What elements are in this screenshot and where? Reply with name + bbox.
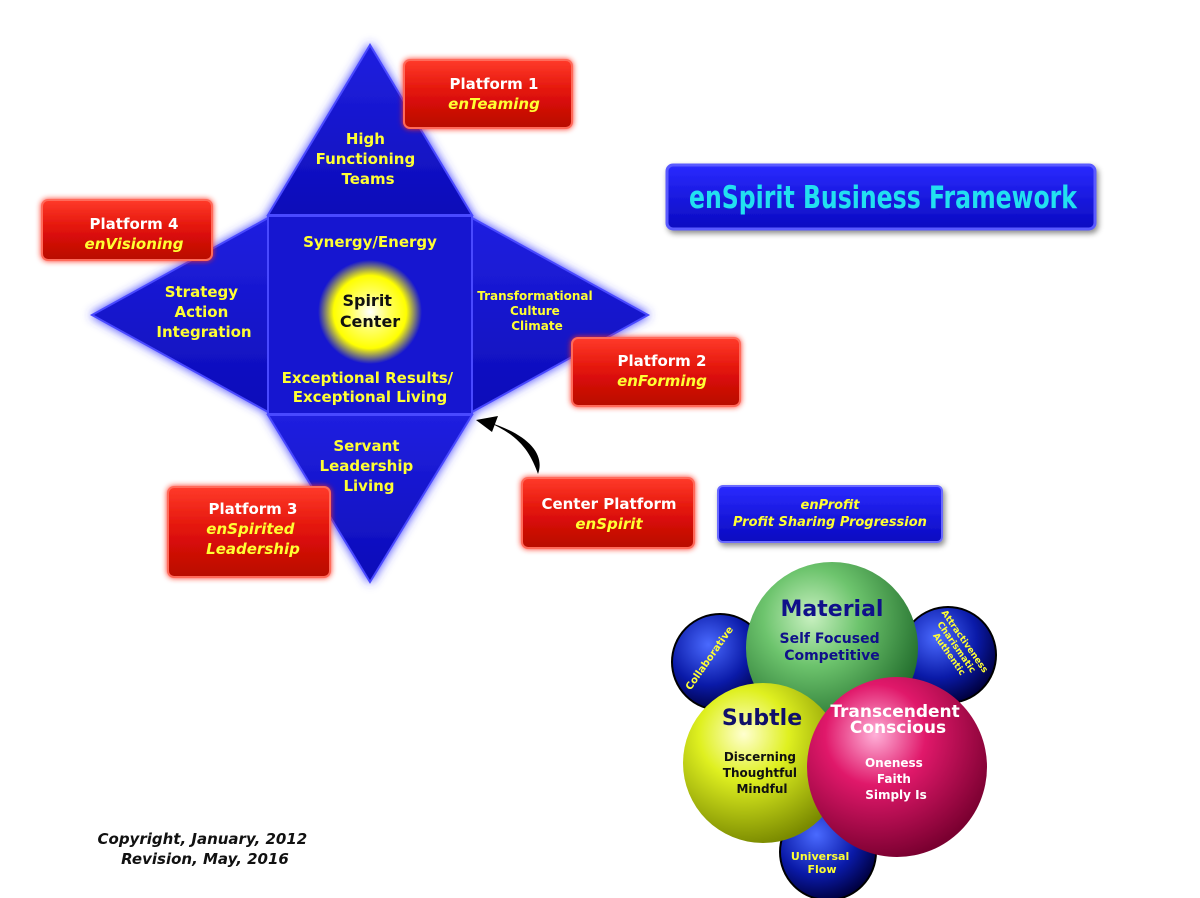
bottom-triangle-label: Servant Leadership Living xyxy=(320,437,419,495)
material-title: Material xyxy=(781,597,884,622)
transcendent-title: Transcendent Conscious xyxy=(830,702,965,738)
platform-4-sub: enVisioning xyxy=(85,235,184,253)
material-text: Self Focused Competitive xyxy=(780,631,885,664)
subtle-title: Subtle xyxy=(722,706,802,731)
transcendent-text: Oneness Faith Simply Is xyxy=(865,756,927,802)
spirit-center-label: Spirit Center xyxy=(340,291,400,331)
top-triangle-label: High Functioning Teams xyxy=(316,130,421,188)
framework-star xyxy=(89,43,651,584)
title-box: enSpirit Business Framework xyxy=(665,163,1097,231)
platform-3-sub: enSpirited Leadership xyxy=(206,520,300,558)
spirit-center-glow xyxy=(318,260,422,364)
sphere-subtle xyxy=(683,683,843,843)
platform-2-box: Platform 2 enForming xyxy=(571,337,741,407)
arrow-head xyxy=(476,416,498,432)
subtle-text: Discerning Thoughtful Mindful xyxy=(723,750,801,796)
page-title: enSpirit Business Framework xyxy=(689,180,1078,216)
platform-1-box: Platform 1 enTeaming xyxy=(403,59,573,129)
platform-3-name: Platform 3 xyxy=(209,500,298,518)
center-platform-sub: enSpirit xyxy=(575,515,643,533)
platform-2-sub: enForming xyxy=(617,372,707,390)
platform-2-name: Platform 2 xyxy=(618,352,707,370)
platform-1-sub: enTeaming xyxy=(448,95,540,113)
enprofit-line1: enProfit xyxy=(801,498,861,513)
platform-3-box: Platform 3 enSpirited Leadership xyxy=(167,486,331,578)
center-platform-name: Center Platform xyxy=(541,495,676,513)
center-platform-box: Center Platform enSpirit xyxy=(521,477,695,549)
sphere-transcendent xyxy=(807,677,987,857)
synergy-energy-label: Synergy/Energy xyxy=(303,233,437,251)
sphere-cluster xyxy=(671,562,997,898)
exceptional-results-label: Exceptional Results/ Exceptional Living xyxy=(282,369,459,406)
universal-flow-label: Universal Flow xyxy=(791,850,853,876)
platform-1-name: Platform 1 xyxy=(450,75,539,93)
curved-arrow xyxy=(488,422,540,474)
platform-4-name: Platform 4 xyxy=(90,215,179,233)
platform-4-box: Platform 4 enVisioning xyxy=(41,199,213,261)
enprofit-line2: Profit Sharing Progression xyxy=(733,515,927,530)
enprofit-box: enProfit Profit Sharing Progression xyxy=(717,485,943,543)
copyright-text: Copyright, January, 2012 Revision, May, … xyxy=(98,830,313,868)
right-triangle-label: Transformational Culture Climate xyxy=(477,289,597,333)
left-triangle-label: Strategy Action Integration xyxy=(156,283,251,341)
